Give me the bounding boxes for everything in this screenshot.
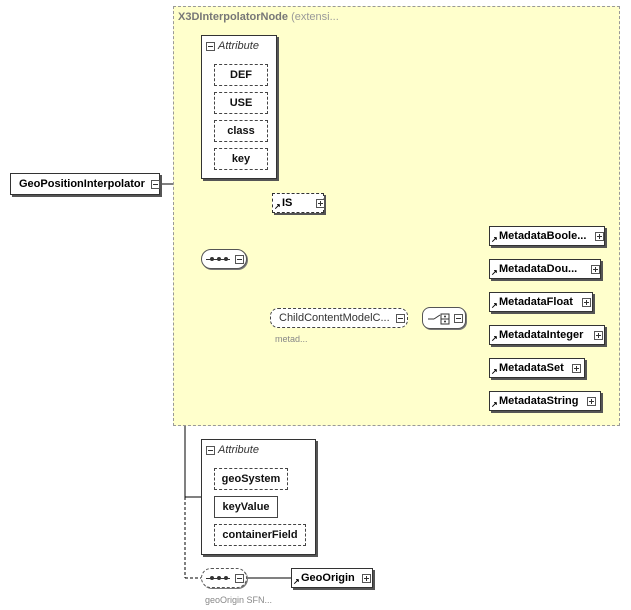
attribute-group-inherited: Attribute DEF USE class key — [201, 35, 277, 179]
is-element-label: IS — [282, 197, 293, 209]
metadata-float-label: MetadataFloat — [499, 296, 573, 308]
attribute-group-title-text: Attribute — [218, 40, 259, 52]
expand-icon[interactable] — [595, 232, 604, 241]
metadata-boolean-label: MetadataBoole... — [499, 230, 587, 242]
attribute-class-label: class — [227, 125, 255, 137]
attribute-group-title: Attribute — [206, 444, 259, 456]
choice-compositor[interactable] — [422, 307, 466, 329]
attribute-containerfield-label: containerField — [222, 529, 298, 541]
geoorigin-sequence-compositor[interactable] — [201, 568, 247, 588]
geoorigin-note: geoOrigin SFN... — [205, 595, 273, 605]
reference-arrow-icon: ↗ — [274, 202, 281, 211]
metadata-integer-element[interactable]: ↗ MetadataInteger — [489, 325, 605, 345]
type-suffix: (extensi... — [291, 11, 339, 23]
metadata-boolean-element[interactable]: ↗ MetadataBoole... — [489, 226, 605, 246]
expand-icon[interactable] — [582, 298, 591, 307]
reference-arrow-icon: ↗ — [491, 334, 498, 343]
is-element[interactable]: ↗ IS — [272, 193, 325, 213]
expand-icon[interactable] — [587, 397, 596, 406]
metadata-double-element[interactable]: ↗ MetadataDou... — [489, 259, 601, 279]
attribute-def[interactable]: DEF — [214, 64, 268, 86]
reference-arrow-icon: ↗ — [491, 367, 498, 376]
geoorigin-element[interactable]: ↗ GeoOrigin — [291, 568, 373, 588]
child-content-model-note: metad... — [275, 334, 308, 344]
attribute-geosystem-label: geoSystem — [221, 473, 281, 485]
metadata-double-label: MetadataDou... — [499, 263, 578, 275]
child-content-model-group[interactable]: ChildContentModelC... — [270, 308, 408, 328]
attribute-key-label: key — [231, 153, 251, 165]
type-name: X3DInterpolatorNode — [178, 11, 289, 23]
attribute-def-label: DEF — [230, 69, 252, 81]
collapse-icon[interactable] — [235, 255, 244, 264]
collapse-icon[interactable] — [206, 445, 215, 455]
metadata-set-element[interactable]: ↗ MetadataSet — [489, 358, 585, 378]
attribute-keyvalue[interactable]: keyValue — [214, 496, 278, 518]
collapse-icon[interactable] — [396, 314, 405, 323]
metadata-string-label: MetadataString — [499, 395, 579, 407]
attribute-containerfield[interactable]: containerField — [214, 524, 306, 546]
metadata-string-element[interactable]: ↗ MetadataString — [489, 391, 601, 411]
collapse-icon[interactable] — [454, 314, 463, 323]
reference-arrow-icon: ↗ — [491, 301, 498, 310]
attribute-group-title-text: Attribute — [218, 444, 259, 456]
reference-arrow-icon: ↗ — [491, 400, 498, 409]
attribute-group-own: Attribute geoSystem keyValue containerFi… — [201, 439, 316, 555]
attribute-group-title: Attribute — [206, 40, 259, 52]
collapse-icon[interactable] — [206, 41, 215, 51]
choice-icon — [428, 313, 450, 325]
geoorigin-label: GeoOrigin — [301, 572, 355, 584]
attribute-geosystem[interactable]: geoSystem — [214, 468, 288, 490]
attribute-key[interactable]: key — [214, 148, 268, 170]
attribute-keyvalue-label: keyValue — [222, 501, 270, 513]
metadata-float-element[interactable]: ↗ MetadataFloat — [489, 292, 593, 312]
attribute-class[interactable]: class — [214, 120, 268, 142]
expand-icon[interactable] — [316, 199, 325, 208]
expand-icon[interactable] — [594, 331, 603, 340]
expand-icon[interactable] — [362, 574, 371, 583]
reference-arrow-icon: ↗ — [293, 577, 300, 586]
metadata-integer-label: MetadataInteger — [499, 329, 584, 341]
root-element[interactable]: GeoPositionInterpolator — [10, 173, 160, 195]
reference-arrow-icon: ↗ — [491, 268, 498, 277]
type-region-label: X3DInterpolatorNode (extensi... — [178, 11, 339, 23]
expand-icon[interactable] — [572, 364, 581, 373]
collapse-icon[interactable] — [151, 180, 160, 189]
child-content-model-label: ChildContentModelC... — [279, 312, 390, 324]
root-element-label: GeoPositionInterpolator — [19, 178, 145, 190]
sequence-compositor[interactable] — [201, 249, 247, 269]
metadata-set-label: MetadataSet — [499, 362, 564, 374]
attribute-use[interactable]: USE — [214, 92, 268, 114]
attribute-use-label: USE — [229, 97, 253, 109]
reference-arrow-icon: ↗ — [491, 235, 498, 244]
expand-icon[interactable] — [591, 265, 600, 274]
collapse-icon[interactable] — [235, 574, 244, 583]
